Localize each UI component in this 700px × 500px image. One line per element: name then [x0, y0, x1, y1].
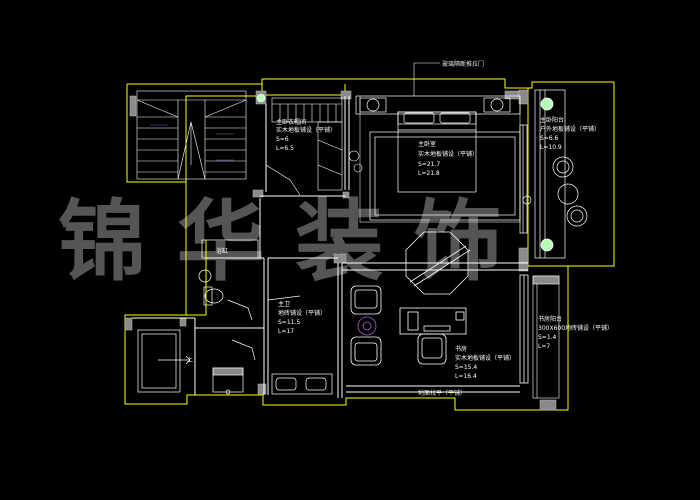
cloakroom-furniture [265, 97, 363, 196]
wall-blocks [124, 89, 557, 411]
bottom-wall-label: 地面找平（平铺） [418, 389, 466, 397]
octagon-table [405, 231, 471, 295]
label-master-balcony: 主卧阳台 户外地板铺设（平铺） S=6.6 L=10.9 [540, 116, 600, 151]
study-furniture [350, 274, 529, 384]
label-cloakroom: 主卧衣帽间 实木地板铺设（平铺） S=6 L=6.5 [276, 118, 336, 152]
master-bath-fixtures [137, 239, 333, 395]
svg-text:户外地板铺设（平铺）: 户外地板铺设（平铺） [540, 125, 600, 133]
svg-text:300X600地砖铺设（平铺）: 300X600地砖铺设（平铺） [538, 324, 613, 332]
svg-text:实木地板铺设（平铺）: 实木地板铺设（平铺） [418, 150, 478, 158]
top-note-label: 玻璃隔断推拉门 [442, 60, 484, 68]
label-master-bedroom: 主卧室 实木地板铺设（平铺） S=21.7 L=21.8 [418, 140, 478, 177]
svg-text:主卧阳台: 主卧阳台 [540, 116, 564, 124]
svg-text:L=10.9: L=10.9 [540, 144, 562, 151]
study-balcony-furniture [532, 275, 560, 399]
svg-text:L=16.4: L=16.4 [455, 373, 477, 380]
svg-text:主卧室: 主卧室 [418, 140, 436, 148]
interior-walls [132, 96, 528, 398]
bathtub-label: 浴缸 [216, 247, 228, 255]
stair-up-label: 上 [187, 356, 193, 364]
top-callout [413, 62, 440, 96]
svg-text:主卧衣帽间: 主卧衣帽间 [276, 118, 306, 126]
svg-text:书房阳台: 书房阳台 [538, 315, 562, 323]
svg-text:L=7: L=7 [538, 343, 550, 350]
svg-text:S=6.6: S=6.6 [540, 135, 559, 142]
label-study-balcony: 书房阳台 300X600地砖铺设（平铺） S=1.4 L=7 [538, 315, 613, 350]
svg-text:L=6.5: L=6.5 [276, 145, 294, 152]
svg-text:实木地板铺设（平铺）: 实木地板铺设（平铺） [455, 354, 515, 362]
label-study: 书房 实木地板铺设（平铺） S=15.4 L=16.4 [455, 345, 515, 380]
outer-walls [124, 78, 615, 411]
watermark: 锦 华 装 饰 [58, 189, 502, 293]
svg-text:S=11.5: S=11.5 [278, 319, 300, 326]
svg-text:书房: 书房 [455, 345, 467, 353]
svg-text:S=1.4: S=1.4 [538, 334, 557, 341]
label-master-bath: 主卫 地砖铺设（平铺） S=11.5 L=17 [278, 300, 326, 335]
svg-text:S=15.4: S=15.4 [455, 364, 477, 371]
svg-text:S=21.7: S=21.7 [418, 161, 440, 168]
svg-text:L=17: L=17 [278, 328, 294, 335]
master-bedroom-furniture [355, 95, 532, 234]
svg-text:地砖铺设（平铺）: 地砖铺设（平铺） [278, 309, 326, 317]
staircase [136, 90, 266, 180]
svg-text:S=6: S=6 [276, 136, 289, 143]
master-balcony-furniture [534, 89, 588, 259]
svg-text:实木地板铺设（平铺）: 实木地板铺设（平铺） [276, 126, 336, 134]
svg-text:主卫: 主卫 [278, 300, 290, 308]
svg-text:L=21.8: L=21.8 [418, 170, 440, 177]
